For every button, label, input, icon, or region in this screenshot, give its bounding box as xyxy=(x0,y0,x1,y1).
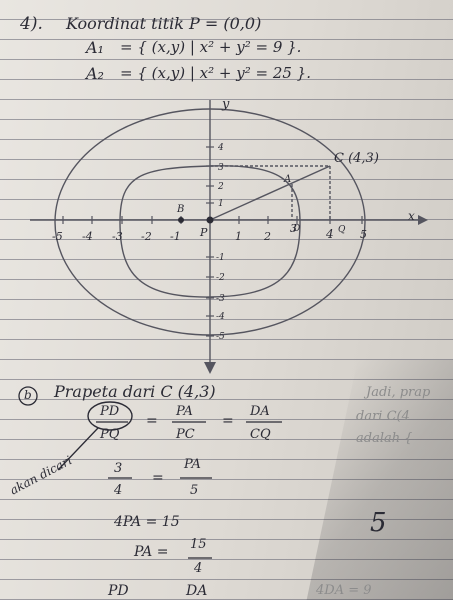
x-tick-label: -3 xyxy=(112,230,123,243)
segment-pc xyxy=(209,165,331,221)
pd-highlight-circle xyxy=(87,401,133,431)
x-axis-label: x xyxy=(408,209,415,223)
eq1-equals-2: = xyxy=(222,413,234,429)
part-b-label: b xyxy=(24,388,32,402)
y-axis-label: y xyxy=(221,97,230,112)
x-tick-label: -5 xyxy=(52,230,63,243)
faint-text-1: Jadi, prap xyxy=(366,385,431,400)
set-a2-name: A₂ xyxy=(86,64,104,83)
x-tick-label: -4 xyxy=(82,230,93,243)
line-4pa-15: 4PA = 15 xyxy=(114,514,180,530)
faint-text-2: dari C(4 xyxy=(356,409,410,424)
eq2-f1-den: 4 xyxy=(114,483,123,498)
point-p-label: P xyxy=(199,226,208,239)
y-tick-label: 1 xyxy=(218,199,224,209)
eq1-f1-den: PQ xyxy=(100,427,120,442)
y-tick-label: -2 xyxy=(216,273,225,283)
eq1-f1-num: PD xyxy=(100,404,120,419)
side-number: 5 xyxy=(370,508,387,538)
eq1-f3-den: CQ xyxy=(250,427,271,442)
set-a1-name: A₁ xyxy=(86,38,104,57)
x-tick-label: 5 xyxy=(360,228,367,241)
faint-text-3: adalah { xyxy=(356,431,413,446)
y-tick-label: -5 xyxy=(216,332,225,342)
y-tick-label: 4 xyxy=(217,143,224,153)
set-a1-definition: = { (x,y) | x² + y² = 9 }. xyxy=(120,38,302,56)
note-pointer xyxy=(57,427,99,471)
line-pa-den: 4 xyxy=(194,561,203,576)
x-tick-label: -2 xyxy=(141,230,152,243)
bottom-4da: 4DA = 9 xyxy=(316,583,372,598)
x-tick-label: 4 xyxy=(325,227,334,241)
point-p-dot xyxy=(206,216,214,224)
y-tick-label: 2 xyxy=(217,182,224,192)
line-pa-lhs: PA = xyxy=(134,544,169,560)
y-tick-label: 3 xyxy=(218,163,224,173)
eq1-f2-den: PC xyxy=(176,427,195,442)
eq2-f2-num: PA xyxy=(184,457,201,472)
bottom-da: DA xyxy=(186,583,208,599)
point-d-label: D xyxy=(292,224,300,234)
point-b-dot xyxy=(178,217,184,223)
y-axis-arrow xyxy=(204,362,216,374)
y-tick-label: -3 xyxy=(216,294,225,304)
x-axis-arrow xyxy=(418,215,428,225)
set-a2-definition: = { (x,y) | x² + y² = 25 }. xyxy=(120,64,311,82)
part-b-title: Prapeta dari C (4,3) xyxy=(54,382,216,401)
x-tick-label: 2 xyxy=(263,230,271,243)
eq1-f2-num: PA xyxy=(176,404,193,419)
problem-number: 4). xyxy=(20,14,43,34)
part-b-circle xyxy=(18,386,38,406)
eq1-f3-num: DA xyxy=(250,404,270,419)
point-q-label: Q xyxy=(338,225,346,235)
point-b-label: B xyxy=(176,204,184,215)
x-tick-label: 1 xyxy=(235,230,242,243)
bottom-pd: PD xyxy=(108,583,129,599)
point-c-label: C (4,3) xyxy=(334,151,379,166)
eq1-equals: = xyxy=(146,413,158,429)
eq2-f1-num: 3 xyxy=(114,461,123,476)
circle-a1 xyxy=(119,165,301,298)
y-tick-label: -4 xyxy=(216,312,225,322)
x-tick-label: -1 xyxy=(170,230,181,243)
eq2-equals: = xyxy=(152,470,164,486)
problem-line1: Koordinat titik P = (0,0) xyxy=(66,14,262,33)
point-a-label: A xyxy=(283,174,291,185)
line-pa-num: 15 xyxy=(190,537,207,552)
eq2-f2-den: 5 xyxy=(190,483,199,498)
y-tick-label: -1 xyxy=(216,253,225,263)
x-tick-label: 3 xyxy=(290,222,297,235)
